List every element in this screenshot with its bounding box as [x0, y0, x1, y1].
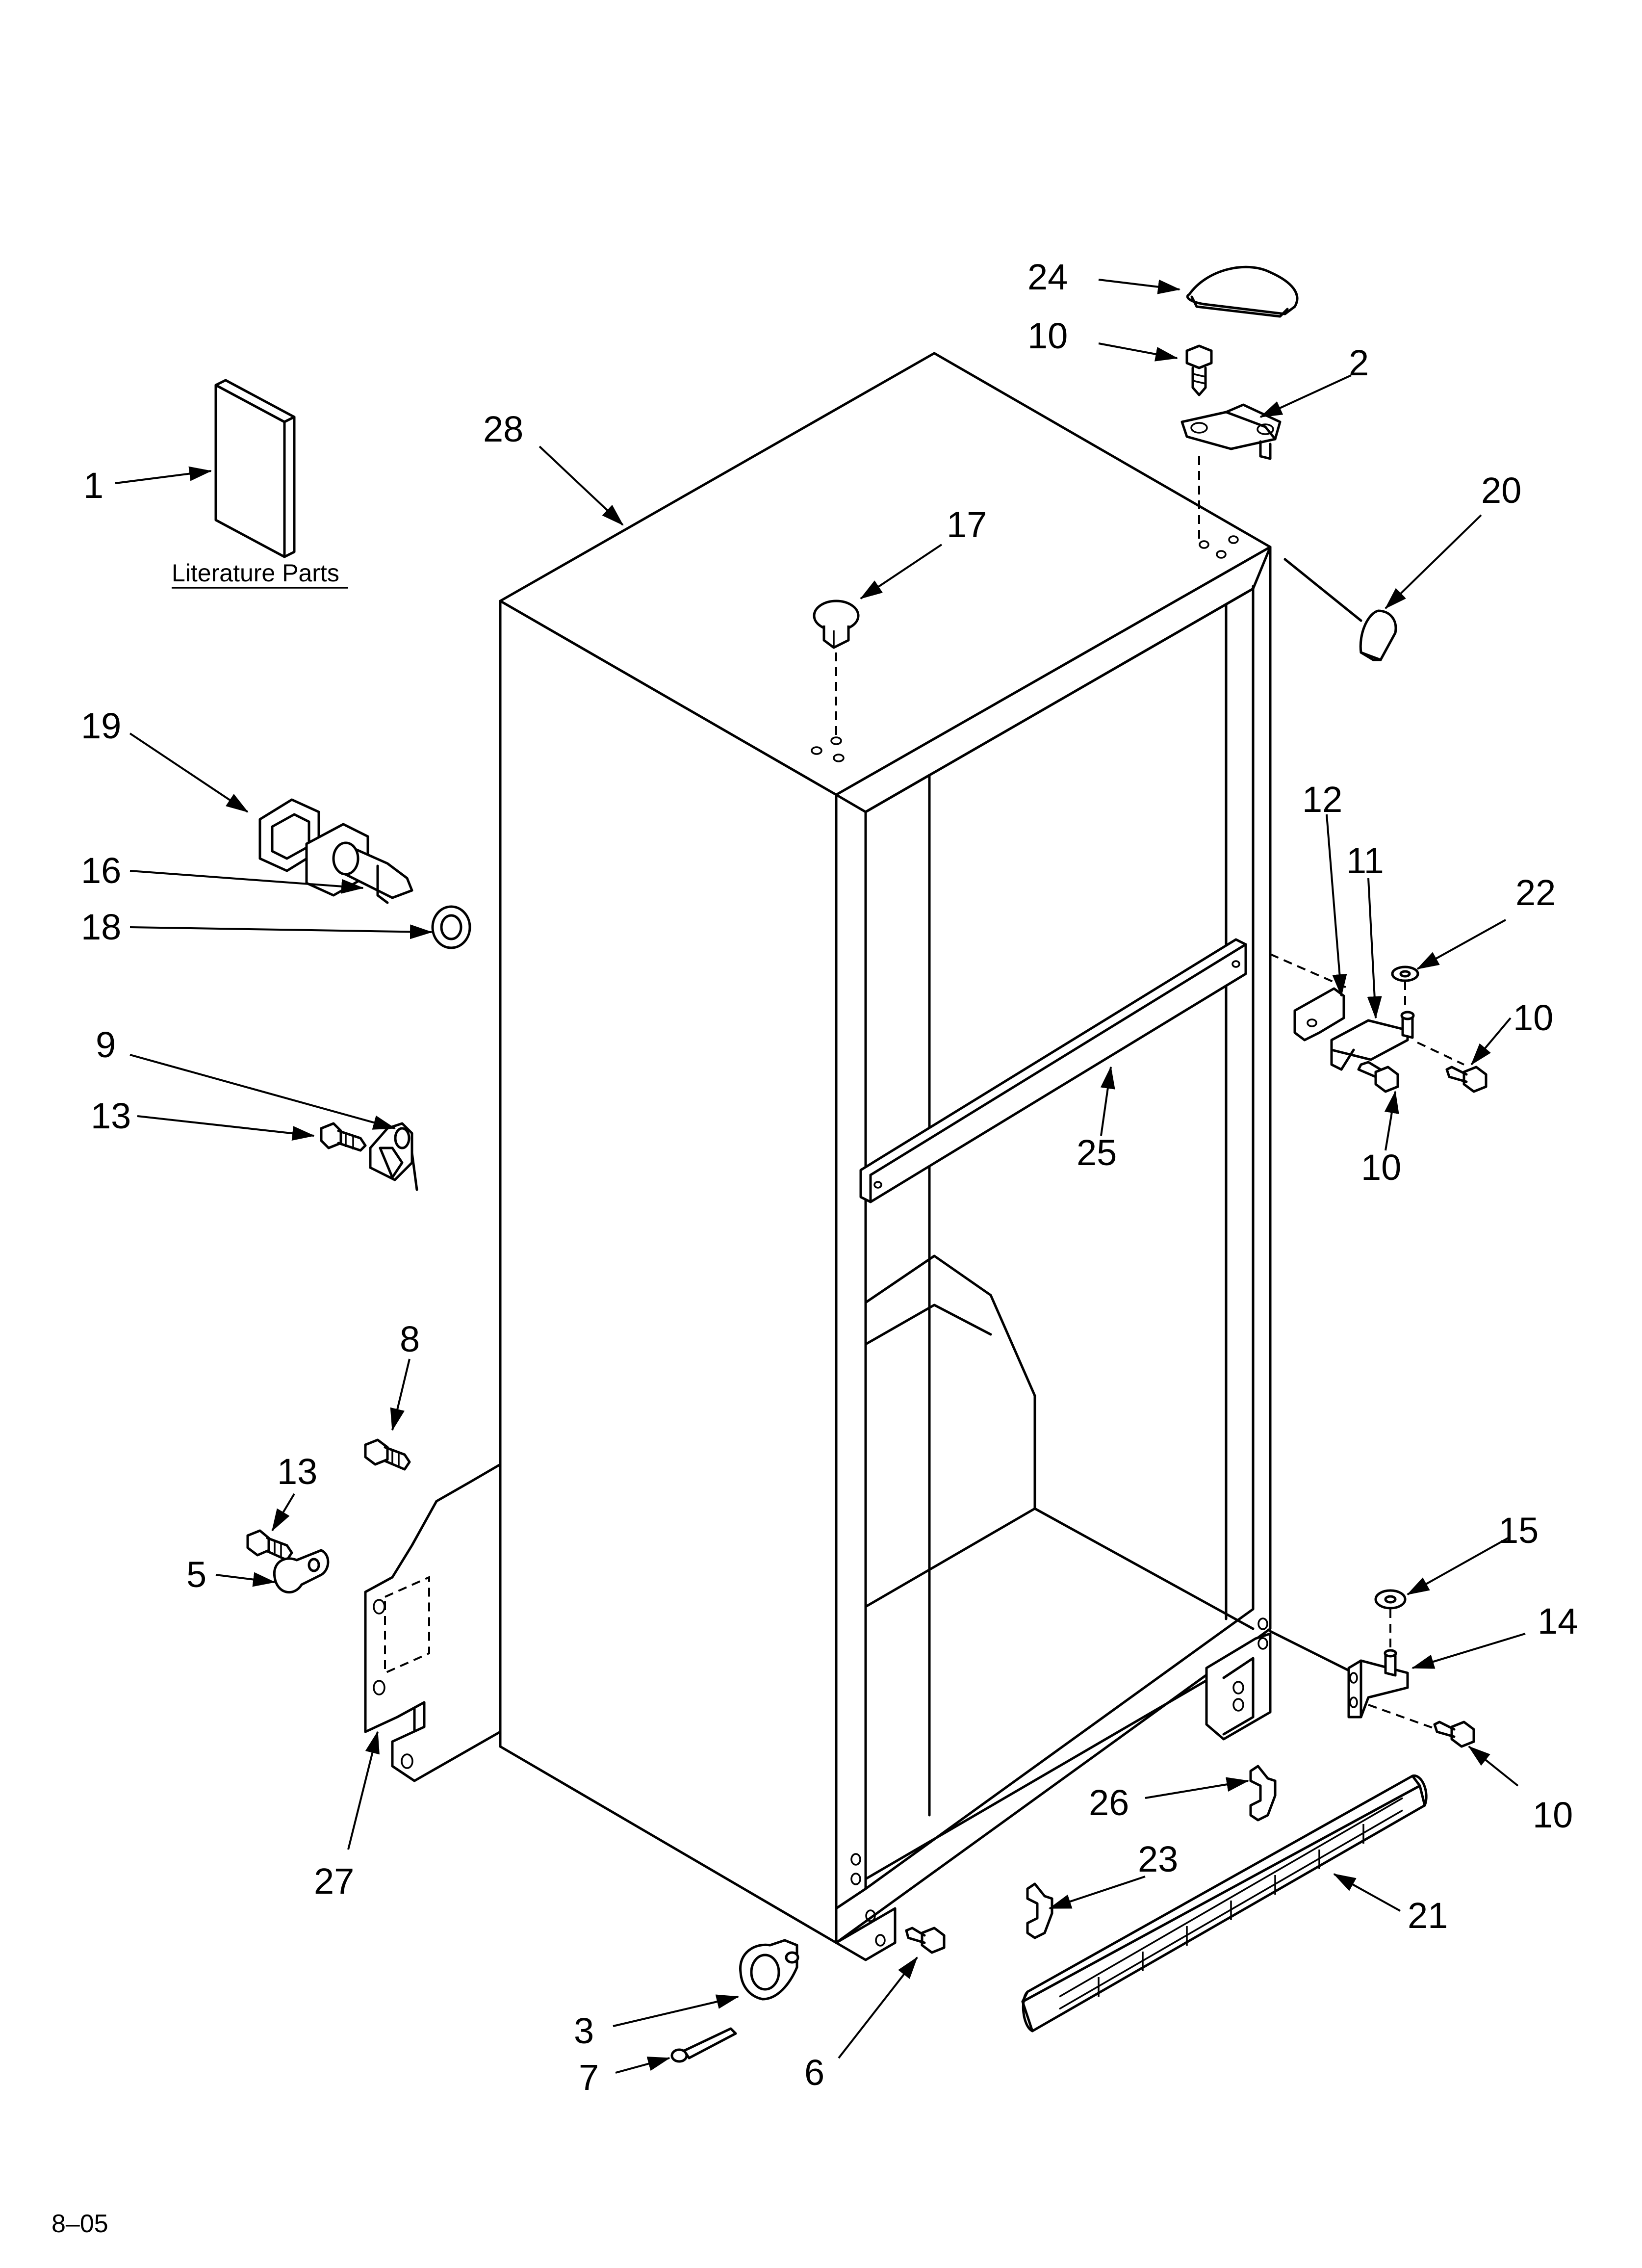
callout-10c: 10: [1361, 1147, 1401, 1188]
grille-slots: [1059, 1797, 1403, 2010]
callout-10a: 10: [1027, 315, 1068, 356]
grille-clips-drawing: [1026, 1765, 1277, 1939]
callout-22: 22: [1515, 872, 1556, 913]
callout-9: 9: [96, 1024, 116, 1065]
callout-27: 27: [314, 1861, 354, 1902]
callout-7: 7: [579, 2057, 599, 2098]
callout-2: 2: [1349, 342, 1369, 383]
callout-6: 6: [804, 2052, 824, 2093]
callout-14: 14: [1538, 1601, 1578, 1642]
callout-16: 16: [81, 850, 121, 891]
callout-12: 12: [1302, 779, 1342, 820]
lower-left-assembly-drawing: [246, 1438, 502, 1782]
hinge-cover-drawing: [1186, 265, 1299, 318]
screw-cover-drawing: [1283, 558, 1397, 661]
callout-13b: 13: [277, 1451, 317, 1492]
callout-10d: 10: [1533, 1795, 1573, 1835]
callout-25: 25: [1077, 1132, 1117, 1173]
toe-grille-drawing: [1021, 1774, 1428, 2033]
callout-3: 3: [574, 2010, 594, 2051]
callout-5: 5: [186, 1554, 206, 1595]
callout-11: 11: [1346, 840, 1384, 881]
callout-24: 24: [1027, 257, 1068, 297]
callout-1: 1: [83, 465, 103, 506]
callout-18: 18: [81, 907, 121, 947]
callout-26: 26: [1089, 1782, 1129, 1823]
literature-parts-caption: Literature Parts: [172, 559, 339, 587]
divider-rail-drawing: [859, 938, 1247, 1203]
callout-21: 21: [1408, 1895, 1448, 1936]
cabinet-drawing: [413, 352, 1272, 1961]
center-hinge-assembly-drawing: [1270, 953, 1488, 1093]
callout-8: 8: [400, 1319, 420, 1359]
callout-20: 20: [1481, 470, 1521, 511]
literature-parts-drawing: [214, 379, 296, 558]
date-code: 8–05: [51, 2210, 108, 2238]
bottom-front-assembly-drawing: [670, 1927, 946, 2063]
callout-17: 17: [947, 504, 987, 545]
callout-19: 19: [81, 705, 121, 746]
callout-labels: 1 24 10 2 28 17 20 19 16 18 9 13 12 11 2…: [51, 257, 1578, 2238]
callout-10b: 10: [1513, 997, 1553, 1038]
upper-bracket-drawing: [320, 1122, 418, 1191]
callout-13a: 13: [91, 1095, 131, 1136]
leader-lines: [115, 279, 1526, 2074]
callout-28: 28: [483, 409, 523, 449]
callout-15: 15: [1498, 1510, 1539, 1551]
plug-drawing: [813, 600, 860, 736]
bottom-hinge-assembly-drawing: [1269, 1589, 1475, 1748]
callout-23: 23: [1138, 1839, 1178, 1879]
handle-mount-drawing: [258, 798, 471, 949]
